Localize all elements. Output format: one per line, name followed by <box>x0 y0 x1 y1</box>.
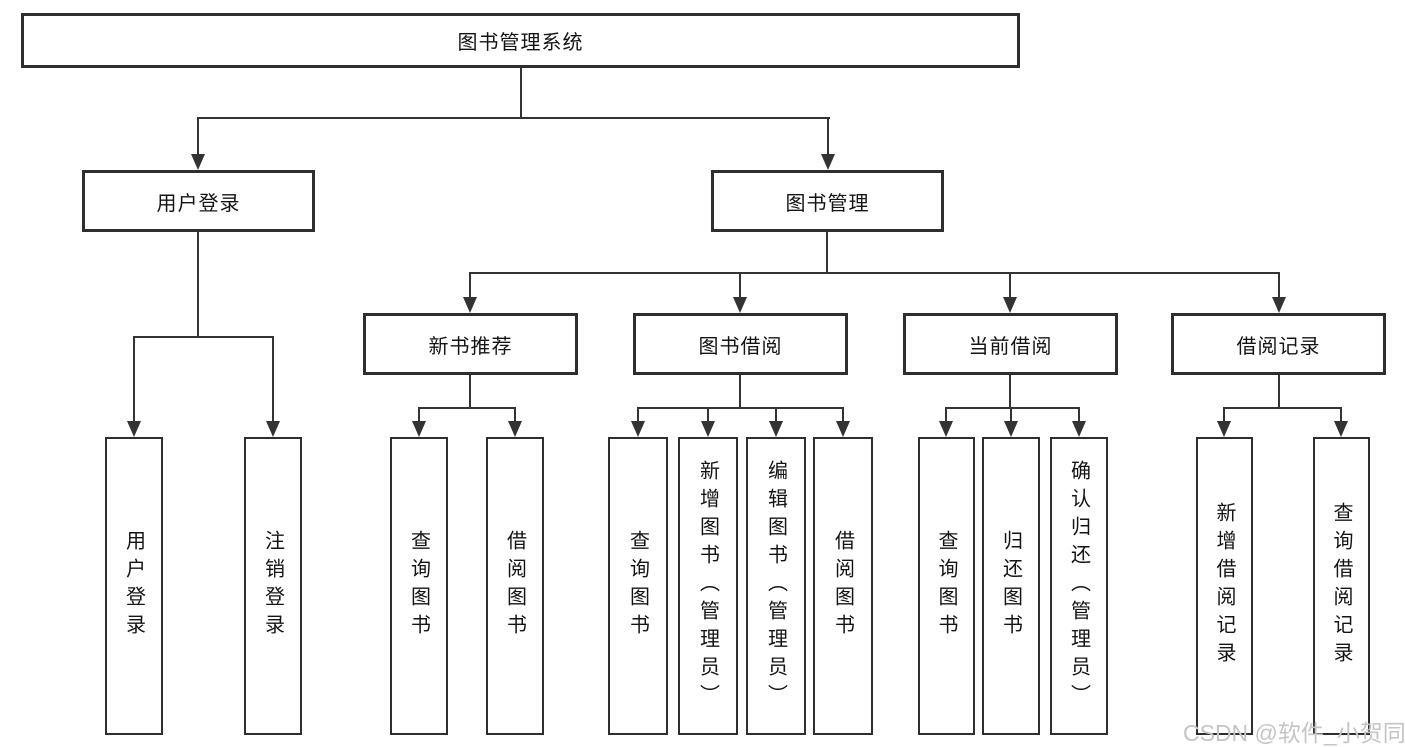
node-return-books: 归还图书 <box>982 437 1040 735</box>
connector-line <box>469 272 471 299</box>
connector-line <box>520 68 522 119</box>
node-borrow-books-recommend: 借阅图书 <box>486 437 544 735</box>
connector-line <box>945 407 947 423</box>
connector-line <box>272 336 274 423</box>
arrow-down-icon <box>463 297 477 313</box>
connector-line <box>1278 272 1280 299</box>
connector-line <box>197 117 199 156</box>
node-query-books-current: 查询图书 <box>918 437 975 735</box>
node-query-books-recommend: 查询图书 <box>390 437 448 735</box>
node-borrow-books-borrowing: 借阅图书 <box>813 437 873 735</box>
node-add-borrow-record: 新增借阅记录 <box>1196 437 1253 735</box>
node-user-login: 用户登录 <box>82 170 315 232</box>
node-logout: 注销登录 <box>244 437 302 735</box>
watermark: CSDN @软件_小贺同学 <box>1183 720 1405 746</box>
node-new-book-recommendation: 新书推荐 <box>363 313 578 375</box>
connector-line <box>707 407 709 423</box>
connector-line <box>1078 407 1080 423</box>
arrow-down-icon <box>1004 421 1018 437</box>
arrow-down-icon <box>769 421 783 437</box>
connector-line <box>842 407 844 423</box>
node-query-borrow-record: 查询借阅记录 <box>1313 437 1370 735</box>
connector-line <box>739 272 741 299</box>
connector-line <box>637 407 844 409</box>
node-book-borrowing: 图书借阅 <box>633 313 848 375</box>
node-library-management-system: 图书管理系统 <box>21 13 1020 68</box>
connector-line <box>637 407 639 423</box>
connector-line <box>945 407 1080 409</box>
connector-line <box>1278 375 1280 409</box>
connector-line <box>1010 407 1012 423</box>
connector-line <box>826 232 828 273</box>
arrow-down-icon <box>733 297 747 313</box>
arrow-down-icon <box>1072 421 1086 437</box>
arrow-down-icon <box>412 421 426 437</box>
node-book-management: 图书管理 <box>711 170 944 232</box>
node-query-books-borrowing: 查询图书 <box>608 437 668 735</box>
connector-line <box>775 407 777 423</box>
connector-line <box>1009 375 1011 409</box>
arrow-down-icon <box>939 421 953 437</box>
connector-line <box>827 117 829 156</box>
node-borrowing-records: 借阅记录 <box>1171 313 1386 375</box>
arrow-down-icon <box>508 421 522 437</box>
arrow-down-icon <box>701 421 715 437</box>
connector-line <box>1223 407 1342 409</box>
arrow-down-icon <box>1003 297 1017 313</box>
arrow-down-icon <box>1272 297 1286 313</box>
connector-line <box>1223 407 1225 423</box>
arrow-down-icon <box>1217 421 1231 437</box>
node-add-books-admin: 新增图书（管理员） <box>678 437 738 735</box>
arrow-down-icon <box>266 421 280 437</box>
connector-line <box>197 117 830 119</box>
connector-line <box>133 336 274 338</box>
connector-line <box>469 375 471 409</box>
arrow-down-icon <box>631 421 645 437</box>
arrow-down-icon <box>821 154 835 170</box>
arrow-down-icon <box>1334 421 1348 437</box>
connector-line <box>418 407 516 409</box>
connector-line <box>1340 407 1342 423</box>
connector-line <box>514 407 516 423</box>
node-edit-books-admin: 编辑图书（管理员） <box>746 437 806 735</box>
connector-line <box>197 232 199 338</box>
node-user-login-leaf: 用户登录 <box>105 437 163 735</box>
connector-line <box>469 272 1280 274</box>
connector-line <box>739 375 741 409</box>
connector-line <box>418 407 420 423</box>
connector-line <box>133 336 135 423</box>
connector-line <box>1009 272 1011 299</box>
node-confirm-return-admin: 确认归还（管理员） <box>1050 437 1108 735</box>
arrow-down-icon <box>127 421 141 437</box>
arrow-down-icon <box>191 154 205 170</box>
arrow-down-icon <box>836 421 850 437</box>
node-current-borrowing: 当前借阅 <box>903 313 1118 375</box>
